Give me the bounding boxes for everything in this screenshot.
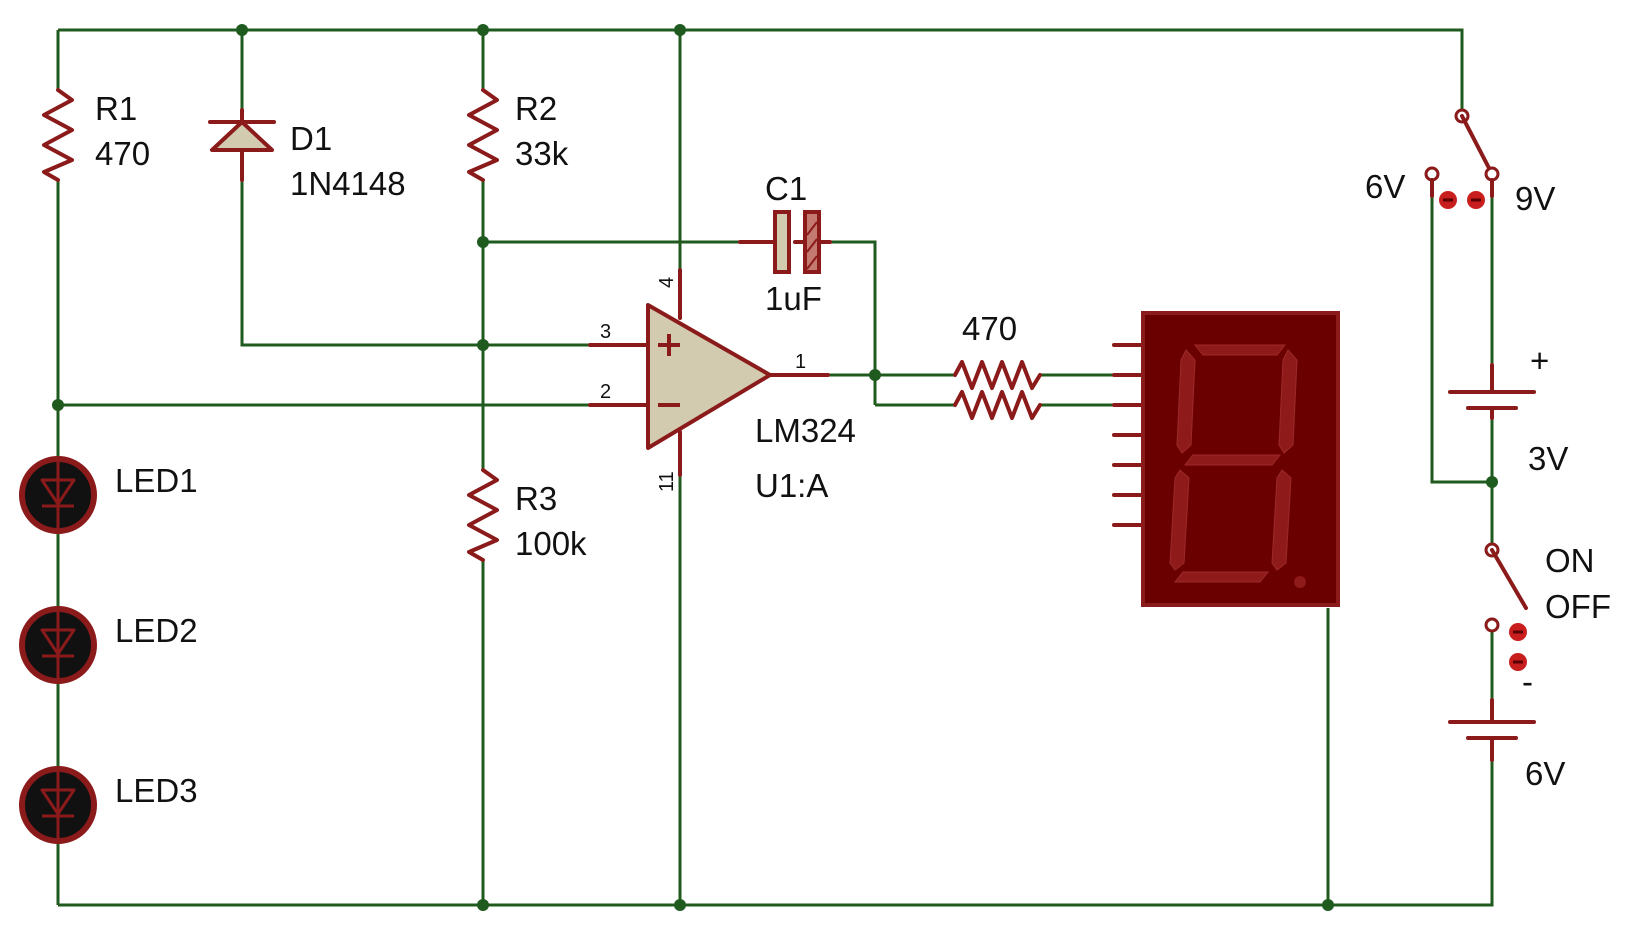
power-switch: ON OFF bbox=[1484, 542, 1611, 671]
battery-6v: - 6V bbox=[1448, 663, 1565, 792]
battery-3v: + 3V bbox=[1448, 342, 1568, 477]
pin-gnd-label: 11 bbox=[656, 471, 678, 492]
d1-value: 1N4148 bbox=[290, 165, 406, 202]
resistor-r1: R1 470 bbox=[42, 88, 150, 182]
led1-label: LED1 bbox=[115, 462, 198, 499]
pin-vcc-label: 4 bbox=[656, 277, 678, 288]
battery-top-value: 3V bbox=[1528, 440, 1568, 477]
r1-ref: R1 bbox=[95, 90, 137, 127]
battery-top-plus: + bbox=[1530, 342, 1549, 379]
u1-part: LM324 bbox=[755, 412, 856, 449]
led-1: LED1 bbox=[19, 456, 198, 534]
c1-ref: C1 bbox=[765, 170, 807, 207]
r2-ref: R2 bbox=[515, 90, 557, 127]
battery-bottom-value: 6V bbox=[1525, 755, 1565, 792]
capacitor-c1: C1 1uF bbox=[738, 170, 832, 317]
led2-label: LED2 bbox=[115, 612, 198, 649]
r3-value: 100k bbox=[515, 525, 587, 562]
selector-right-label: 9V bbox=[1515, 180, 1555, 217]
pin-minus-label: 2 bbox=[600, 381, 611, 403]
led3-label: LED3 bbox=[115, 772, 198, 809]
rdisp-value: 470 bbox=[962, 310, 1017, 347]
resistor-r2: R2 33k bbox=[467, 88, 569, 182]
pin-out-label: 1 bbox=[795, 351, 806, 373]
display-resistors: 470 bbox=[953, 310, 1042, 420]
pin-plus-label: 3 bbox=[600, 321, 611, 343]
opamp-u1a: 3 2 1 4 11 LM324 U1:A bbox=[588, 268, 856, 504]
u1-ref: U1:A bbox=[755, 467, 828, 504]
r2-value: 33k bbox=[515, 135, 569, 172]
d1-ref: D1 bbox=[290, 120, 332, 157]
battery-bottom-minus: - bbox=[1522, 663, 1533, 700]
r3-ref: R3 bbox=[515, 480, 557, 517]
c1-value: 1uF bbox=[765, 280, 822, 317]
junction-dots bbox=[52, 24, 1498, 911]
switch-off-label: OFF bbox=[1545, 588, 1611, 625]
seven-segment-display bbox=[1112, 311, 1340, 607]
led-2: LED2 bbox=[19, 606, 198, 684]
led-3: LED3 bbox=[19, 766, 198, 844]
selector-left-label: 6V bbox=[1365, 168, 1405, 205]
switch-on-label: ON bbox=[1545, 542, 1595, 579]
resistor-r3: R3 100k bbox=[467, 468, 587, 562]
voltage-selector-switch: 6V 9V bbox=[1365, 108, 1555, 217]
diode-d1: D1 1N4148 bbox=[208, 108, 406, 202]
r1-value: 470 bbox=[95, 135, 150, 172]
